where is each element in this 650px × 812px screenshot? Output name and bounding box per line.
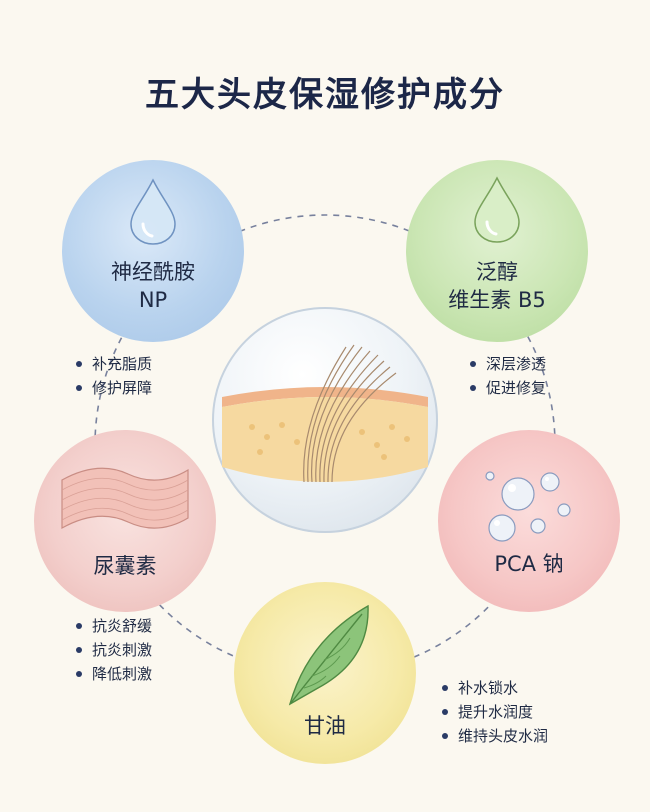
benefits-ceramide-np: 补充脂质 修护屏障 xyxy=(74,352,152,400)
water-drop-icon xyxy=(130,178,176,245)
ingredient-ceramide-np: 神经酰胺 NP xyxy=(62,160,244,342)
list-item: 促进修复 xyxy=(468,376,546,400)
scalp-hair-cross-section-icon xyxy=(222,344,428,483)
list-item: 补水锁水 xyxy=(440,676,548,700)
water-drop-icon xyxy=(474,176,520,243)
leaf-icon xyxy=(288,604,369,706)
list-item: 降低刺激 xyxy=(74,662,152,686)
ingredient-allantoin: 尿囊素 xyxy=(34,430,216,612)
list-item: 抗炎舒缓 xyxy=(74,614,152,638)
ingredient-name-ceramide: 神经酰胺 xyxy=(111,260,195,284)
ingredient-sodium-pca: PCA 钠 xyxy=(438,430,620,612)
list-item: 提升水润度 xyxy=(440,700,548,724)
list-item: 补充脂质 xyxy=(74,352,152,376)
ingredient-panthenol: 泛醇 维生素 B5 xyxy=(406,160,588,342)
bubbles-icon xyxy=(485,471,571,542)
ingredient-name-sodium-pca: PCA 钠 xyxy=(494,552,564,576)
ingredient-name-vitamin-b5: 维生素 B5 xyxy=(448,288,546,312)
center-scalp-illustration xyxy=(212,307,438,533)
benefits-allantoin: 抗炎舒缓 抗炎刺激 降低刺激 xyxy=(74,614,152,686)
list-item: 抗炎刺激 xyxy=(74,638,152,662)
benefits-glycerin: 补水锁水 提升水润度 维持头皮水润 xyxy=(440,676,548,748)
list-item: 修护屏障 xyxy=(74,376,152,400)
ingredient-name-ceramide-np: NP xyxy=(138,288,168,312)
ingredient-name-glycerin: 甘油 xyxy=(304,714,346,738)
page-title: 五大头皮保湿修护成分 xyxy=(145,74,505,115)
ingredient-glycerin: 甘油 xyxy=(234,582,416,764)
ingredient-name-allantoin: 尿囊素 xyxy=(93,554,157,578)
benefits-panthenol: 深层渗透 促进修复 xyxy=(468,352,546,400)
ingredient-name-panthenol: 泛醇 xyxy=(476,260,518,284)
list-item: 维持头皮水润 xyxy=(440,724,548,748)
fabric-texture-icon xyxy=(61,467,189,530)
list-item: 深层渗透 xyxy=(468,352,546,376)
